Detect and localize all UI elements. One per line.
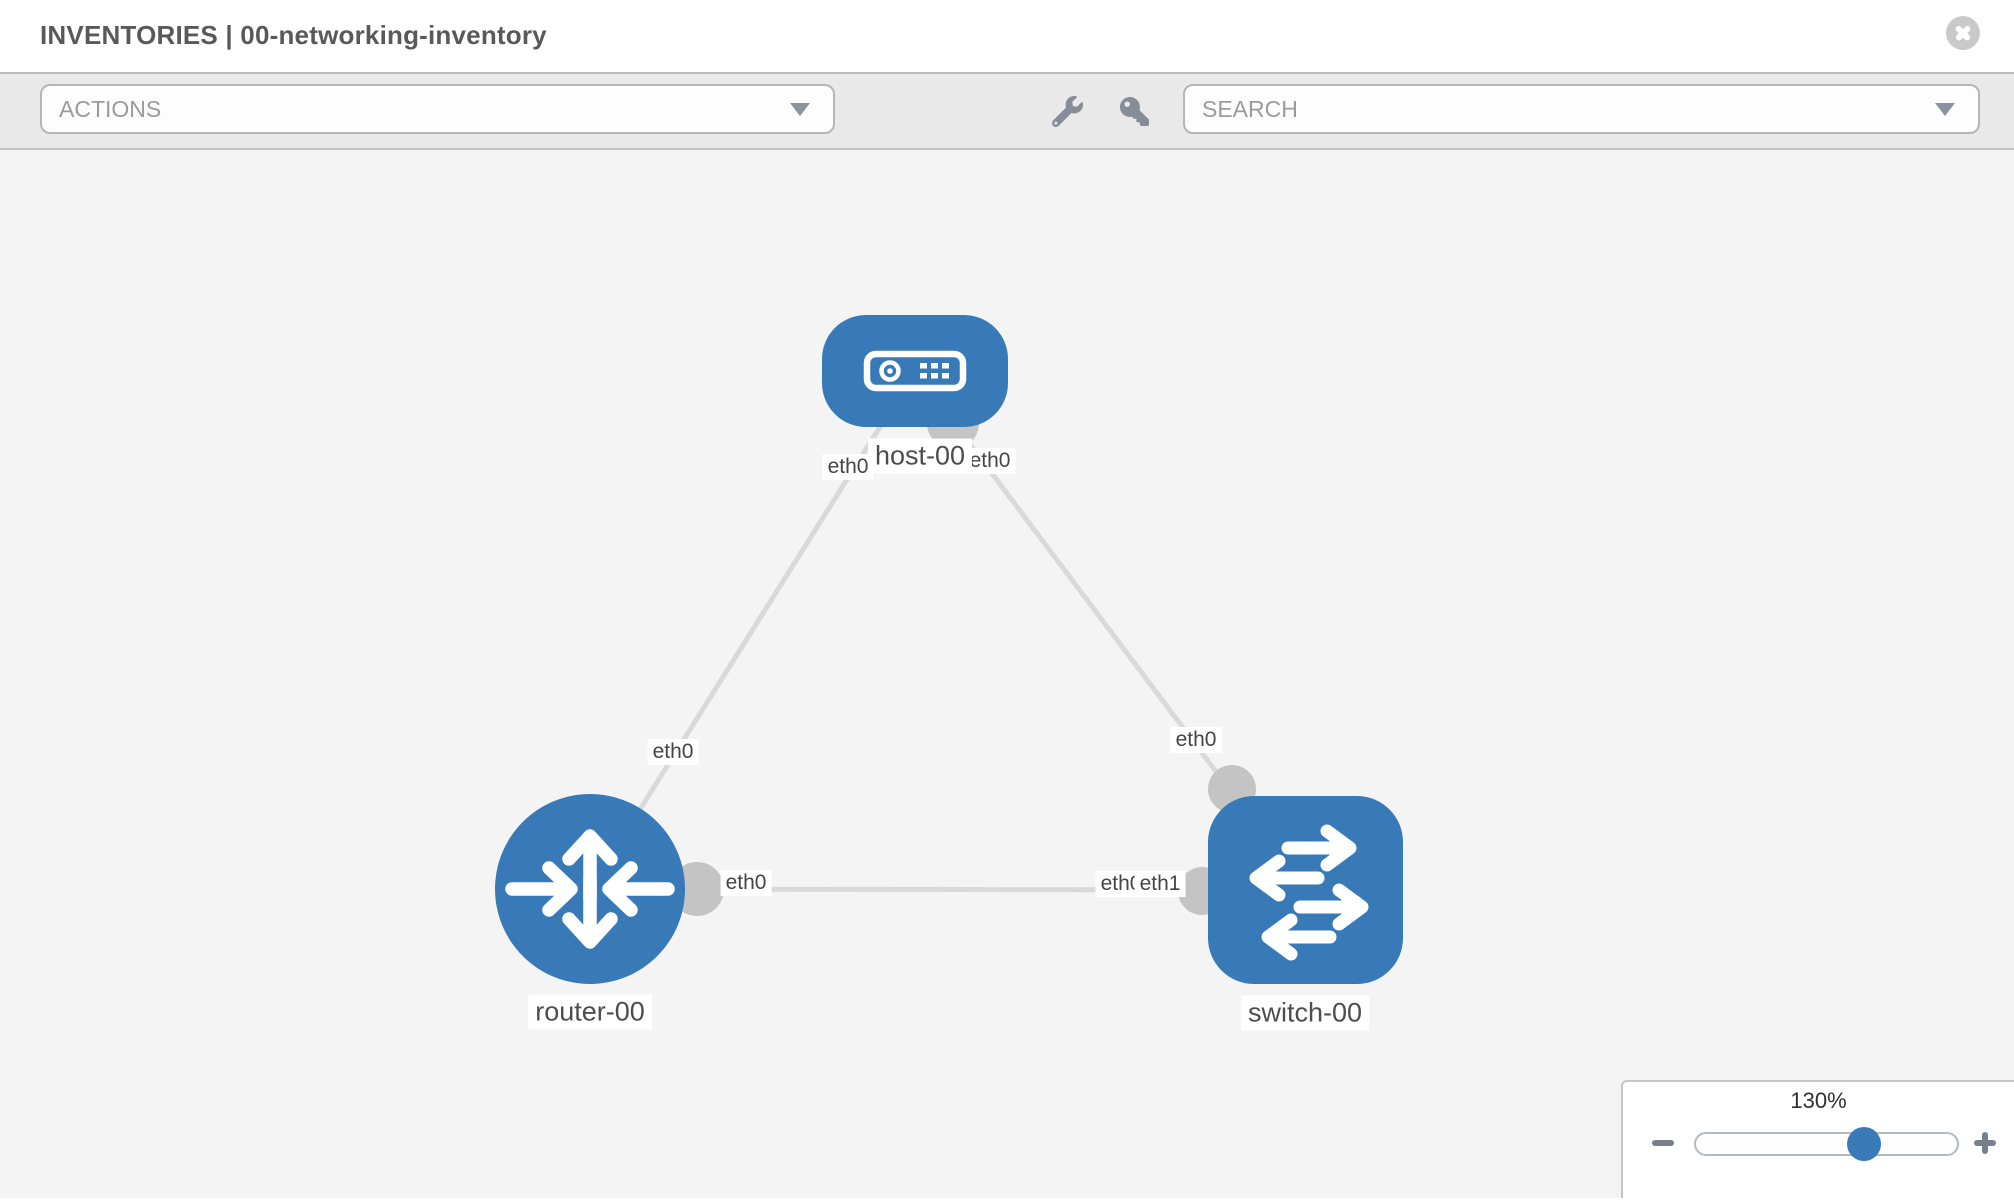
wrench-button[interactable] (1049, 93, 1085, 129)
chevron-down-icon (790, 103, 810, 116)
topology-canvas[interactable]: eth0 eth0 eth0 eth0 eth0 eth0 eth1 host-… (0, 150, 2014, 1198)
node-switch-00[interactable] (1208, 796, 1403, 984)
wrench-icon (1051, 95, 1083, 127)
router-icon (505, 829, 675, 949)
interface-label-host00-right: eth0 (964, 448, 1016, 474)
node-label-host-00: host-00 (867, 438, 973, 474)
node-label-router-00: router-00 (528, 994, 652, 1030)
page-title: INVENTORIES | 00-networking-inventory (40, 20, 547, 50)
close-button[interactable] (1946, 16, 1980, 50)
node-router-00[interactable] (495, 794, 685, 984)
interface-label-switch00-top: eth0 (1170, 727, 1222, 753)
interface-label-switch00-mid-front: eth1 (1134, 871, 1186, 897)
zoom-level-label: 130% (1790, 1088, 1847, 1113)
host-node-shape[interactable] (822, 315, 1008, 427)
zoom-in-button[interactable] (1970, 1129, 2000, 1157)
switch-icon (1249, 824, 1369, 961)
host-icon (863, 350, 967, 392)
zoom-slider-knob[interactable] (1847, 1127, 1881, 1161)
actions-dropdown-label: ACTIONS (59, 96, 162, 122)
actions-dropdown[interactable]: ACTIONS (40, 84, 835, 134)
chevron-down-icon (1935, 103, 1955, 116)
key-button[interactable] (1116, 93, 1152, 129)
toolbar: ACTIONS SEARCH (0, 72, 2014, 150)
interface-label-router00-top: eth0 (647, 739, 699, 765)
search-dropdown-label: SEARCH (1202, 96, 1298, 122)
interface-label-host00-left: eth0 (822, 454, 874, 480)
interface-label-router00-mid: eth0 (720, 870, 772, 896)
zoom-slider[interactable] (1694, 1132, 1959, 1156)
node-host-00[interactable] (822, 315, 1008, 427)
header: INVENTORIES | 00-networking-inventory (0, 0, 2014, 72)
plus-icon (1974, 1132, 1996, 1154)
key-icon (1119, 96, 1149, 126)
switch-node-shape[interactable] (1208, 796, 1403, 984)
interface-connectors (670, 397, 1256, 916)
zoom-out-button[interactable] (1648, 1129, 1678, 1157)
search-dropdown[interactable]: SEARCH (1183, 84, 1980, 134)
minus-icon (1652, 1140, 1674, 1146)
zoom-panel: 130% (1621, 1080, 2014, 1198)
topology-graph (495, 315, 1403, 984)
node-label-switch-00: switch-00 (1240, 995, 1370, 1031)
